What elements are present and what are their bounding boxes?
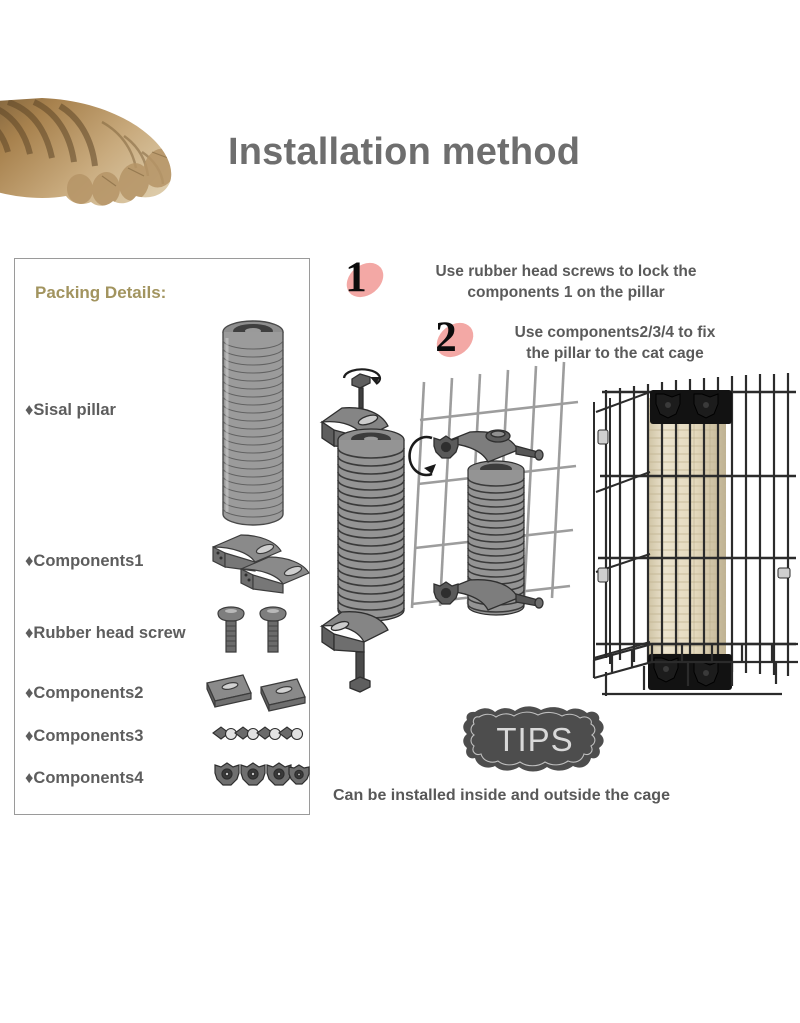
cage-tray	[592, 642, 798, 696]
step-1-text-line2: components 1 on the pillar	[467, 284, 665, 301]
tips-caption: Can be installed inside and outside the …	[333, 787, 670, 804]
tips-badge: TIPS	[463, 706, 607, 774]
step-2-number: 2	[435, 314, 457, 361]
pillar-mounted-on-wire-mesh	[408, 361, 579, 616]
installed-product-photo	[592, 372, 800, 720]
list-item-components3: ♦Components3	[25, 727, 144, 745]
cat-paw-icon	[0, 96, 197, 208]
step-2-text-line1: Use components2/3/4 to fix	[514, 324, 716, 341]
packing-details-title: Packing Details:	[35, 283, 167, 302]
step-2-badge: 2	[426, 314, 480, 365]
bullet-icon: ♦	[25, 769, 34, 787]
list-item-sisal-pillar: ♦Sisal pillar	[25, 401, 116, 419]
bullet-icon: ♦	[25, 552, 34, 570]
star-knob-set-illustration	[211, 759, 315, 791]
sisal-pillar-illustration	[201, 314, 301, 544]
step-2-text-line2: the pillar to the cat cage	[526, 345, 704, 362]
flat-plate-pair-illustration	[205, 671, 315, 713]
step-1-badge: 1	[336, 254, 390, 305]
cage-wires	[604, 373, 790, 676]
wing-nut-set-illustration	[211, 721, 311, 749]
list-item-components4: ♦Components4	[25, 769, 144, 787]
bullet-icon: ♦	[25, 624, 34, 642]
step-1-text-line1: Use rubber head screws to lock the	[435, 263, 697, 280]
tips-label: TIPS	[496, 721, 574, 758]
packing-details-panel: Packing Details: ♦Sisal pillar ♦Componen…	[14, 258, 310, 815]
list-item-components1: ♦Components1	[25, 552, 144, 570]
top-mount-bracket	[650, 390, 732, 424]
list-item-rubber-head-screw: ♦Rubber head screw	[25, 624, 186, 642]
bullet-icon: ♦	[25, 727, 34, 745]
bullet-icon: ♦	[25, 401, 34, 419]
rubber-head-screw-pair-illustration	[215, 604, 305, 662]
step-1-text: Use rubber head screws to lock the compo…	[396, 261, 736, 303]
assembly-exploded-diagram	[319, 360, 580, 705]
pillar-with-brackets-and-screws	[319, 368, 405, 693]
sisal-post	[648, 398, 726, 666]
page-title: Installation method	[228, 131, 581, 173]
l-bracket-pair-illustration	[207, 531, 315, 594]
step-2-text: Use components2/3/4 to fix the pillar to…	[470, 322, 760, 364]
bullet-icon: ♦	[25, 684, 34, 702]
list-item-components2: ♦Components2	[25, 684, 144, 702]
step-1-number: 1	[345, 254, 367, 301]
bottom-mount-bracket	[648, 654, 732, 690]
